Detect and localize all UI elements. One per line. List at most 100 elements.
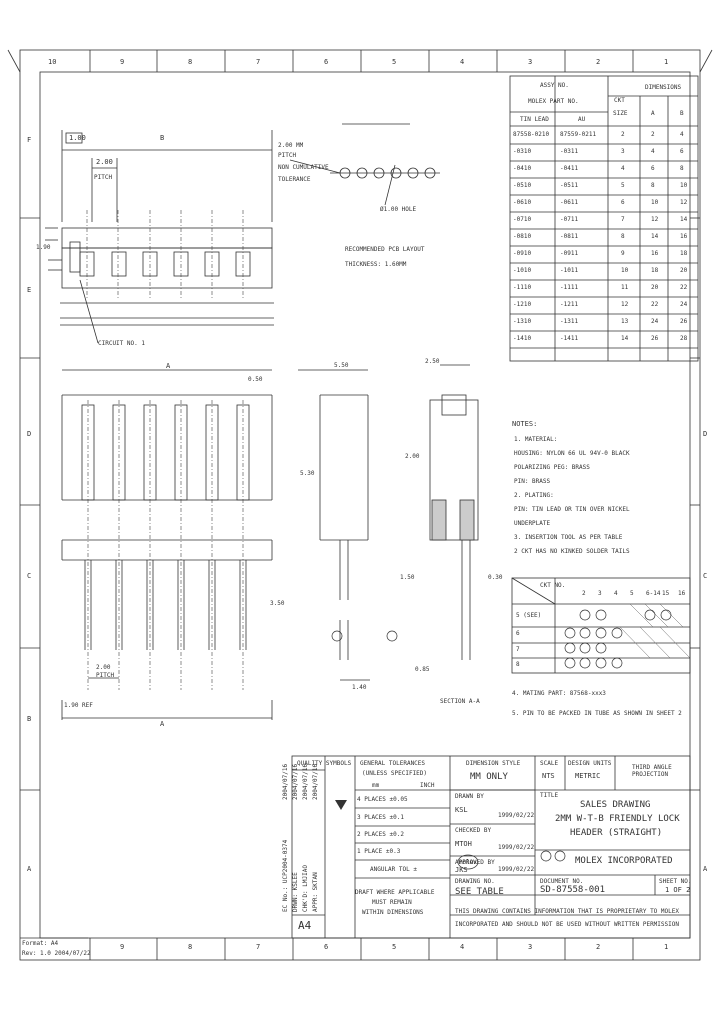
zone-bottom-3: 3 — [528, 943, 533, 951]
mini-row-label: 5 (SEE) — [516, 612, 542, 619]
drawn-date: 1999/02/22 — [498, 812, 535, 819]
checked-name: MTOH — [455, 840, 472, 848]
dim-2-50: 2.50 — [425, 358, 440, 365]
notes-title: NOTES: — [512, 420, 538, 428]
scale-value: NTS — [542, 772, 555, 780]
zone-top-3: 3 — [528, 58, 533, 66]
dimension-style: DIMENSION STYLE — [466, 760, 521, 767]
mini-row-label: 7 — [516, 646, 520, 653]
note-4: 4. MATING PART: 87568-xxx3 — [512, 690, 606, 697]
dim-3-50: 3.50 — [270, 600, 285, 607]
dim-0-30: 0.30 — [488, 574, 503, 581]
circuit-no-1: CIRCUIT NO. 1 — [98, 340, 145, 347]
metric: METRIC — [575, 772, 601, 780]
zone-top-2: 2 — [596, 58, 601, 66]
mini-header-cell: 2 — [582, 590, 586, 597]
table-first-a: 2 — [651, 131, 655, 138]
dim-a-bottom: A — [160, 720, 165, 728]
draft-applicable: DRAFT WHERE APPLICABLE — [355, 889, 435, 896]
sheet-no: 1 OF 2 — [665, 886, 691, 894]
table-cell-au: -0711 — [560, 216, 579, 223]
note-line: PIN: BRASS — [514, 478, 551, 485]
table-cell-tin: -1010 — [513, 267, 532, 274]
table-cell-ckt: 5 — [621, 182, 625, 189]
hole-size: Ø1.00 HOLE — [380, 206, 417, 213]
table-cell-a: 26 — [651, 335, 659, 342]
table-cell-a: 16 — [651, 250, 659, 257]
table-cell-tin: -0510 — [513, 182, 532, 189]
pcb-pitch-value: 2.00 MM — [278, 142, 304, 149]
table-cell-tin: -0410 — [513, 165, 532, 172]
doc-no-label: DOCUMENT NO. — [540, 878, 584, 885]
note-line: PIN: TIN LEAD OR TIN OVER NICKEL — [514, 506, 630, 513]
zone-bottom-1: 1 — [664, 943, 669, 951]
table-cell-au: -0811 — [560, 233, 579, 240]
table-cell-au: -0611 — [560, 199, 579, 206]
table-part-header: MOLEX PART NO. — [528, 98, 579, 105]
table-cell-a: 22 — [651, 301, 659, 308]
ec-date-3: 2004/07/16 — [302, 763, 309, 800]
section-label: SECTION A-A — [440, 698, 480, 705]
table-cell-tin: -0610 — [513, 199, 532, 206]
dim-a-top: A — [166, 362, 171, 370]
dim-pitch-bottom: PITCH — [96, 672, 115, 679]
table-cell-au: -1011 — [560, 267, 579, 274]
zone-top-10: 10 — [48, 58, 57, 66]
table-cell-a: 20 — [651, 284, 659, 291]
dim-0-50: 0.50 — [248, 376, 263, 383]
zone-left-d: D — [27, 430, 32, 438]
table-cell-au: -1111 — [560, 284, 579, 291]
note-line: UNDERPLATE — [514, 520, 551, 527]
table-cell-b: 22 — [680, 284, 688, 291]
table-cell-tin: -0910 — [513, 250, 532, 257]
dim-5-30: 5.30 — [300, 470, 315, 477]
table-cell-tin: -1110 — [513, 284, 532, 291]
zone-top-5: 5 — [392, 58, 397, 66]
table-cell-a: 4 — [651, 148, 655, 155]
non-cumulative: NON CUMULATIVE — [278, 164, 329, 171]
table-cell-b: 10 — [680, 182, 688, 189]
approved-name: JKS — [455, 866, 468, 874]
zone-bottom-2: 2 — [596, 943, 601, 951]
general-tolerances: GENERAL TOLERANCES — [360, 760, 426, 767]
table-tin-col: TIN LEAD — [520, 116, 549, 123]
table-cell-tin: -1310 — [513, 318, 532, 325]
zone-top-1: 1 — [664, 58, 669, 66]
table-cell-au: -1211 — [560, 301, 579, 308]
zone-right-c: C — [703, 572, 708, 580]
pcb-pitch-label: PITCH — [278, 152, 297, 159]
table-cell-ckt: 11 — [621, 284, 629, 291]
zone-bottom-9: 9 — [120, 943, 125, 951]
table-a-col: A — [651, 110, 655, 117]
table-cell-b: 6 — [680, 148, 684, 155]
dim-1-90-ref: 1.90 REF — [64, 702, 93, 709]
checked-date: 1999/02/22 — [498, 844, 535, 851]
table-assy-header: ASSY NO. — [540, 82, 569, 89]
zone-top-4: 4 — [460, 58, 465, 66]
table-cell-au: -1311 — [560, 318, 579, 325]
quality-symbols: QUALITY SYMBOLS — [297, 760, 352, 767]
unless-specified: (UNLESS SPECIFIED) — [362, 770, 428, 777]
table-cell-ckt: 8 — [621, 233, 625, 240]
inch-label: INCH — [420, 782, 435, 789]
title-line-1: SALES DRAWING — [580, 800, 651, 810]
dim-1-40: 1.40 — [352, 684, 367, 691]
table-cell-b: 20 — [680, 267, 688, 274]
table-cell-ckt: 6 — [621, 199, 625, 206]
molex-logo: molex — [459, 859, 478, 866]
table-cell-a: 18 — [651, 267, 659, 274]
table-cell-au: -1411 — [560, 335, 579, 342]
note-5: 5. PIN TO BE PACKED IN TUBE AS SHOWN IN … — [512, 710, 682, 717]
zone-left-c: C — [27, 572, 32, 580]
table-cell-a: 6 — [651, 165, 655, 172]
sheet-label: SHEET NO. — [659, 878, 692, 885]
ec-number: EC No.: UCP2004-0374 — [282, 839, 289, 912]
zone-bottom-4: 4 — [460, 943, 465, 951]
format-label: Format: A4 — [22, 940, 59, 947]
table-cell-au: -0511 — [560, 182, 579, 189]
zone-bottom-8: 8 — [188, 943, 193, 951]
table-cell-ckt: 9 — [621, 250, 625, 257]
table-first-tin: 87558-0210 — [513, 131, 550, 138]
